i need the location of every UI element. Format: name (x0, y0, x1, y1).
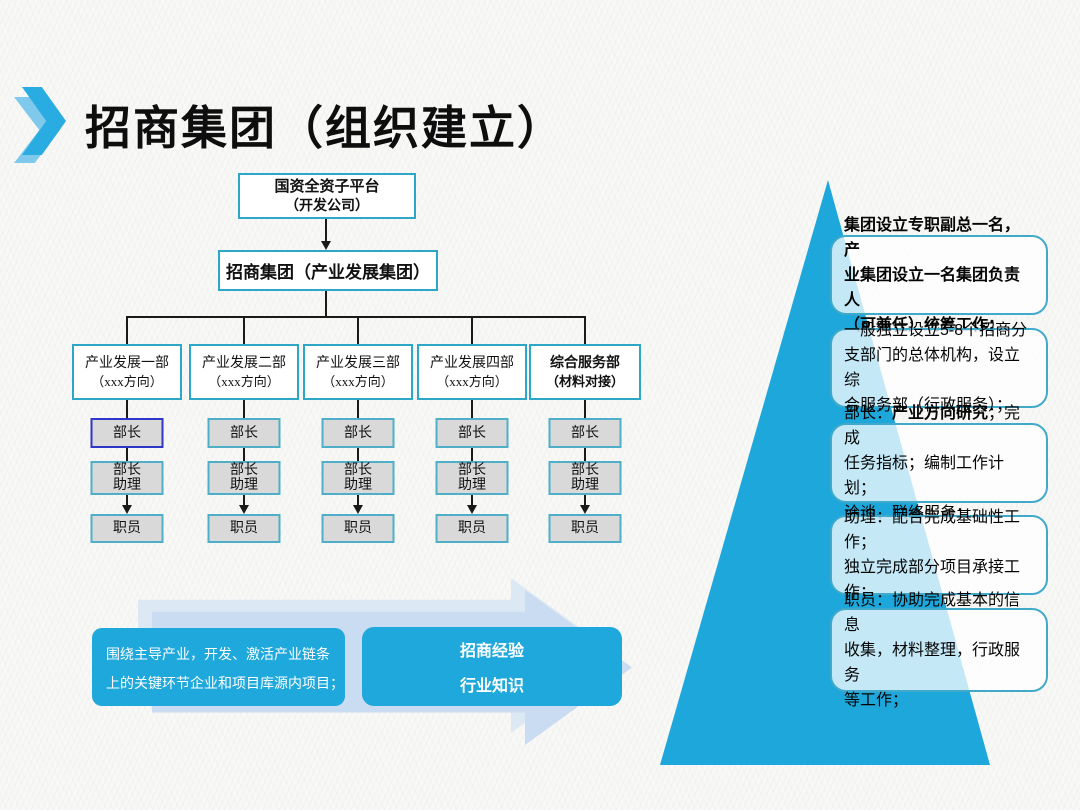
arrow-head (580, 505, 590, 514)
role-label: 助理 (344, 478, 372, 493)
dept-title: 产业发展三部 (316, 355, 400, 371)
org-box-root-line1: 国资全资子平台 (274, 178, 380, 195)
role-label: 部长 (230, 425, 258, 441)
role-label: 部长 (571, 463, 599, 478)
org-box-root-line2: （开发公司） (285, 198, 369, 214)
connector-line (584, 400, 586, 418)
role-label: 职员 (113, 521, 141, 536)
role-label: 部长 (230, 463, 258, 478)
arrow-head (353, 505, 363, 514)
connector-line (584, 495, 586, 506)
role-box-assistant: 部长 助理 (207, 461, 281, 495)
role-box-head: 部长 (435, 418, 509, 448)
role-box-staff: 职员 (435, 514, 509, 543)
connector-line (243, 448, 245, 461)
role-box-staff: 职员 (321, 514, 395, 543)
connector-line (584, 316, 586, 344)
role-label: 助理 (113, 478, 141, 493)
connector-line (243, 400, 245, 418)
connector-line (126, 448, 128, 461)
role-label: 部长 (458, 425, 486, 441)
connector-line (126, 495, 128, 506)
arrow-head (467, 505, 477, 514)
role-label: 助理 (230, 478, 258, 493)
dept-box-2: 产业发展二部 （xxx方向） (189, 344, 299, 400)
dept-sub: （xxx方向） (436, 373, 508, 389)
role-label: 部长 (571, 425, 599, 441)
source-projects-box: 围绕主导产业，开发、激活产业链条上的关键环节企业和项目库源内项目； (92, 628, 345, 706)
connector-line (243, 495, 245, 506)
connector-line (471, 448, 473, 461)
arrow-head (321, 241, 331, 250)
role-box-head: 部长 (207, 418, 281, 448)
dept-sub: （xxx方向） (322, 373, 394, 389)
role-label: 职员 (458, 521, 486, 536)
dept-column-3: 产业发展三部 （xxx方向） 部长 部长 助理 职员 (303, 344, 413, 544)
callout-staff-duties: 职员：协助完成基本的信息收集，材料整理，行政服务等工作； (830, 592, 1048, 709)
page-title: 招商集团（组织建立） (85, 102, 565, 154)
connector-line (357, 316, 359, 344)
dept-sub: （材料对接） (545, 373, 624, 389)
dept-sub: （xxx方向） (208, 373, 280, 389)
role-box-staff: 职员 (548, 514, 622, 543)
dept-column-5: 综合服务部 （材料对接） 部长 部长 助理 职员 (529, 344, 641, 544)
dept-box-1: 产业发展一部 （xxx方向） (72, 344, 182, 400)
role-box-head: 部长 (321, 418, 395, 448)
experience-knowledge-box: 招商经验 行业知识 (362, 627, 622, 706)
callout-head-duties: 部长：产业方向研究；完成任务指标；编制工作计划；洽谈、联络服务； (830, 405, 1048, 522)
knowledge-label: 行业知识 (459, 677, 524, 695)
connector-line (126, 316, 128, 344)
role-box-staff: 职员 (90, 514, 164, 543)
role-label: 部长 (458, 463, 486, 478)
role-label: 部长 (344, 463, 372, 478)
role-label: 职员 (571, 521, 599, 536)
dept-column-1: 产业发展一部 （xxx方向） 部长 部长 助理 职员 (72, 344, 182, 544)
dept-title: 产业发展一部 (85, 355, 169, 371)
role-label: 部长 (113, 463, 141, 478)
connector-line (325, 291, 327, 317)
role-box-head: 部长 (90, 418, 164, 448)
connector-line (357, 495, 359, 506)
dept-column-4: 产业发展四部 （xxx方向） 部长 部长 助理 职员 (417, 344, 527, 544)
arrow-head (122, 505, 132, 514)
connector-line (357, 448, 359, 461)
org-box-group: 招商集团（产业发展集团） (218, 250, 438, 291)
dept-box-3: 产业发展三部 （xxx方向） (303, 344, 413, 400)
role-label: 部长 (113, 425, 141, 441)
role-label: 职员 (230, 521, 258, 536)
callout-branch-structure: 一般独立设立5-8个招商分支部门的总体机构，设立综合服务部（行政服务）； (830, 322, 1048, 414)
callout-group-setup: 集团设立专职副总一名，产业集团设立一名集团负责人（可兼任）统筹工作； (830, 217, 1048, 334)
connector-line (471, 495, 473, 506)
dept-title: 综合服务部 (550, 355, 620, 371)
role-box-staff: 职员 (207, 514, 281, 543)
org-box-root: 国资全资子平台 （开发公司） (238, 173, 416, 219)
callout-assistant-duties: 助理：配合完成基础性工作；独立完成部分项目承接工作； (830, 509, 1048, 601)
role-label: 助理 (571, 478, 599, 493)
role-box-assistant: 部长 助理 (90, 461, 164, 495)
org-box-group-label: 招商集团（产业发展集团） (226, 263, 430, 282)
role-box-assistant: 部长 助理 (435, 461, 509, 495)
dept-title: 产业发展二部 (202, 355, 286, 371)
dept-box-4: 产业发展四部 （xxx方向） (417, 344, 527, 400)
role-label: 部长 (344, 425, 372, 441)
arrow-head (239, 505, 249, 514)
connector-line (325, 219, 327, 241)
connector-line (357, 400, 359, 418)
connector-line (243, 316, 245, 344)
dept-sub: （xxx方向） (91, 373, 163, 389)
connector-line (126, 400, 128, 418)
dept-column-2: 产业发展二部 （xxx方向） 部长 部长 助理 职员 (189, 344, 299, 544)
role-label: 助理 (458, 478, 486, 493)
connector-line (471, 316, 473, 344)
connector-line (471, 400, 473, 418)
dept-box-5: 综合服务部 （材料对接） (529, 344, 641, 400)
dept-title: 产业发展四部 (430, 355, 514, 371)
connector-line (584, 448, 586, 461)
role-box-assistant: 部长 助理 (321, 461, 395, 495)
role-label: 职员 (344, 521, 372, 536)
connector-bus-line (126, 316, 586, 318)
role-box-head: 部长 (548, 418, 622, 448)
experience-label: 招商经验 (459, 643, 524, 661)
role-box-assistant: 部长 助理 (548, 461, 622, 495)
